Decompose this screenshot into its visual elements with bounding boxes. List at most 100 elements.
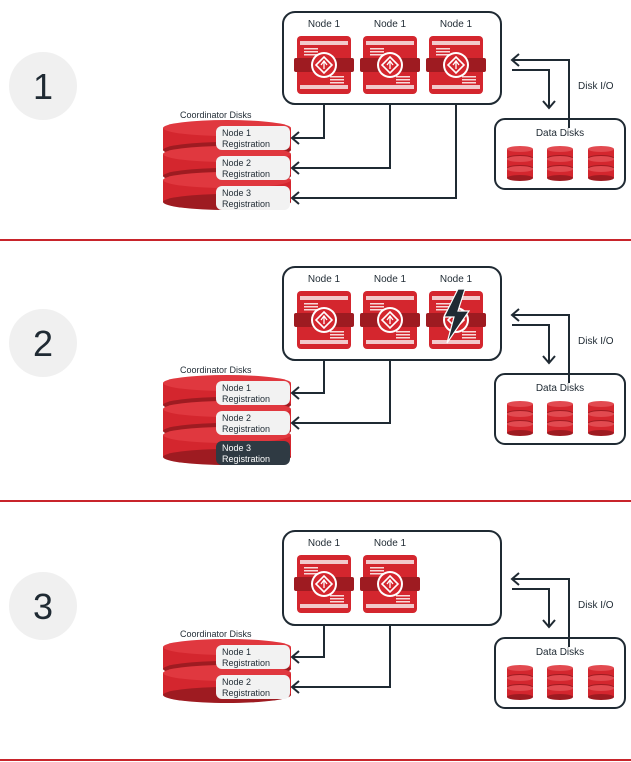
registration-label <box>216 381 290 405</box>
registration-connector <box>292 104 325 139</box>
server-slot <box>330 334 344 336</box>
server-slot <box>462 331 476 333</box>
server-slot <box>370 567 384 569</box>
server-slot <box>396 334 410 336</box>
disk-io-arrow <box>512 578 570 647</box>
disk-platter <box>547 424 573 433</box>
server-slot <box>370 303 384 305</box>
server-slot <box>396 601 410 603</box>
disk-platter <box>588 424 614 433</box>
server-slot <box>330 598 344 600</box>
registration-connector <box>292 104 457 199</box>
server-slot <box>370 306 384 308</box>
server-slot <box>304 303 318 305</box>
disk-platter <box>547 694 573 700</box>
panel-divider <box>0 759 631 761</box>
node-diamond-icon <box>380 574 400 594</box>
disk-platter <box>507 665 533 671</box>
arrow-head-icon <box>290 386 300 400</box>
node-label: Node 1 <box>308 19 341 30</box>
node-arrow-icon <box>386 59 394 69</box>
node-label: Node 1 <box>374 19 407 30</box>
node-arrow-icon <box>320 314 328 324</box>
registration-line1: Node 2 <box>222 413 251 423</box>
coordinator-title: Coordinator Disks <box>180 365 252 375</box>
disk-platter <box>588 404 614 413</box>
disk-io-arrow <box>512 588 550 627</box>
registration-line2: Registration <box>222 169 270 179</box>
arrow-head-icon <box>542 100 556 110</box>
registration-line2: Registration <box>222 424 270 434</box>
disk-platter <box>507 159 533 168</box>
server-stripe <box>432 340 480 344</box>
disk-platter <box>588 166 614 172</box>
disk-platter <box>588 685 614 691</box>
registration-line2: Registration <box>222 658 270 668</box>
registration-connector <box>292 360 325 394</box>
server-stripe <box>366 604 414 608</box>
server-slot <box>304 309 318 311</box>
server-slot <box>304 54 318 56</box>
disk-platter <box>547 156 573 162</box>
disk-platter <box>547 159 573 168</box>
disk-platter <box>507 430 533 436</box>
disk-platter <box>588 414 614 423</box>
disk-platter <box>588 665 614 671</box>
disk-platter <box>547 665 573 671</box>
disk-platter <box>588 675 614 681</box>
panel-divider <box>0 239 631 241</box>
server-slot <box>330 82 344 84</box>
server-stripe <box>366 340 414 344</box>
server-slot <box>304 570 318 572</box>
server-slot <box>330 337 344 339</box>
arrow-head-icon <box>290 650 300 664</box>
registration-label <box>216 645 290 669</box>
data-disks-title: Data Disks <box>536 128 584 139</box>
disk-platter <box>547 685 573 691</box>
server-stripe <box>366 560 414 564</box>
arrow-head-icon <box>510 572 520 586</box>
arrow-head-icon <box>510 308 520 322</box>
server-slot <box>330 331 344 333</box>
disk-platter <box>547 421 573 427</box>
server-slot <box>462 82 476 84</box>
node-label: Node 1 <box>374 538 407 549</box>
server-stripe <box>300 41 348 45</box>
node-label: Node 1 <box>308 538 341 549</box>
server-slot <box>370 51 384 53</box>
disk-io-label: Disk I/O <box>578 81 614 92</box>
disk-platter <box>547 169 573 178</box>
step-number: 2 <box>33 323 53 364</box>
disk-platter <box>588 175 614 181</box>
disk-platter <box>507 694 533 700</box>
node-label: Node 1 <box>440 274 473 285</box>
cluster-box <box>282 266 502 361</box>
disk-platter <box>507 149 533 158</box>
server-slot <box>436 48 450 50</box>
registration-label <box>216 156 290 180</box>
disk-platter <box>547 414 573 423</box>
disk-platter <box>588 668 614 677</box>
disk-platter <box>588 156 614 162</box>
panel-divider <box>0 500 631 502</box>
server-slot <box>304 51 318 53</box>
disk-platter <box>547 175 573 181</box>
server-stripe <box>300 296 348 300</box>
cluster-box <box>282 530 502 626</box>
node-label: Node 1 <box>374 274 407 285</box>
arrow-head-icon <box>510 53 520 67</box>
server-slot <box>370 570 384 572</box>
disk-platter <box>507 146 533 152</box>
disk-platter <box>547 166 573 172</box>
disk-io-label: Disk I/O <box>578 336 614 347</box>
server-slot <box>370 48 384 50</box>
server-slot <box>330 76 344 78</box>
disk-platter <box>588 146 614 152</box>
server-slot <box>370 573 384 575</box>
server-slot <box>436 306 450 308</box>
disk-platter <box>588 430 614 436</box>
disk-platter <box>507 166 533 172</box>
arrow-head-icon <box>290 161 300 175</box>
